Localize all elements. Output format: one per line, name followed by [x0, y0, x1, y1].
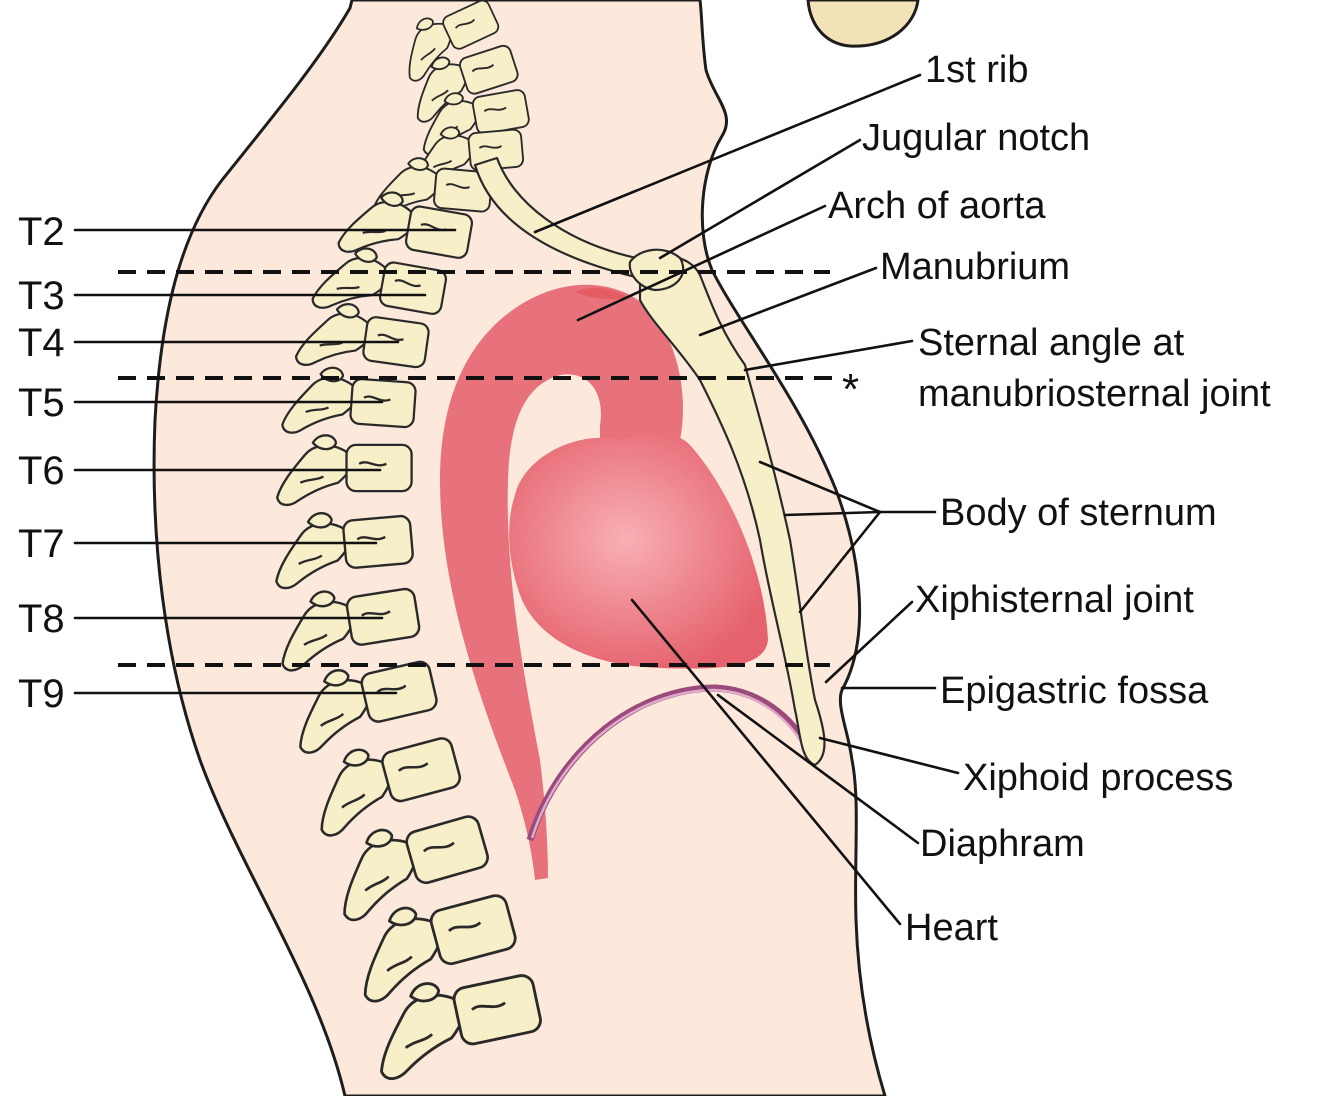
label-t2: T2: [18, 210, 65, 254]
label-t4: T4: [18, 321, 65, 365]
label-t8: T8: [18, 597, 65, 641]
chin: [808, 0, 918, 46]
label-t6: T6: [18, 449, 65, 493]
label-t3: T3: [18, 274, 65, 318]
label-t7: T7: [18, 522, 65, 566]
label-manubrium: Manubrium: [880, 246, 1070, 288]
label-heart: Heart: [905, 907, 998, 949]
label-jugular-notch: Jugular notch: [862, 117, 1090, 159]
label-diaphram: Diaphram: [920, 823, 1085, 865]
asterisk-marker: *: [842, 365, 859, 414]
label-sternal-angle-line2: manubriosternal joint: [918, 373, 1271, 415]
label-first-rib: 1st rib: [925, 49, 1028, 91]
label-t5: T5: [18, 381, 65, 425]
label-xiphoid-process: Xiphoid process: [963, 757, 1233, 799]
label-body-of-sternum: Body of sternum: [940, 492, 1217, 534]
label-t9: T9: [18, 672, 65, 716]
label-sternal-angle-line1: Sternal angle at: [918, 322, 1185, 364]
label-xiphisternal-joint: Xiphisternal joint: [915, 579, 1194, 621]
label-arch-of-aorta: Arch of aorta: [828, 185, 1046, 227]
leader-line-sternal-angle: [745, 341, 912, 370]
label-epigastric-fossa: Epigastric fossa: [940, 670, 1209, 712]
